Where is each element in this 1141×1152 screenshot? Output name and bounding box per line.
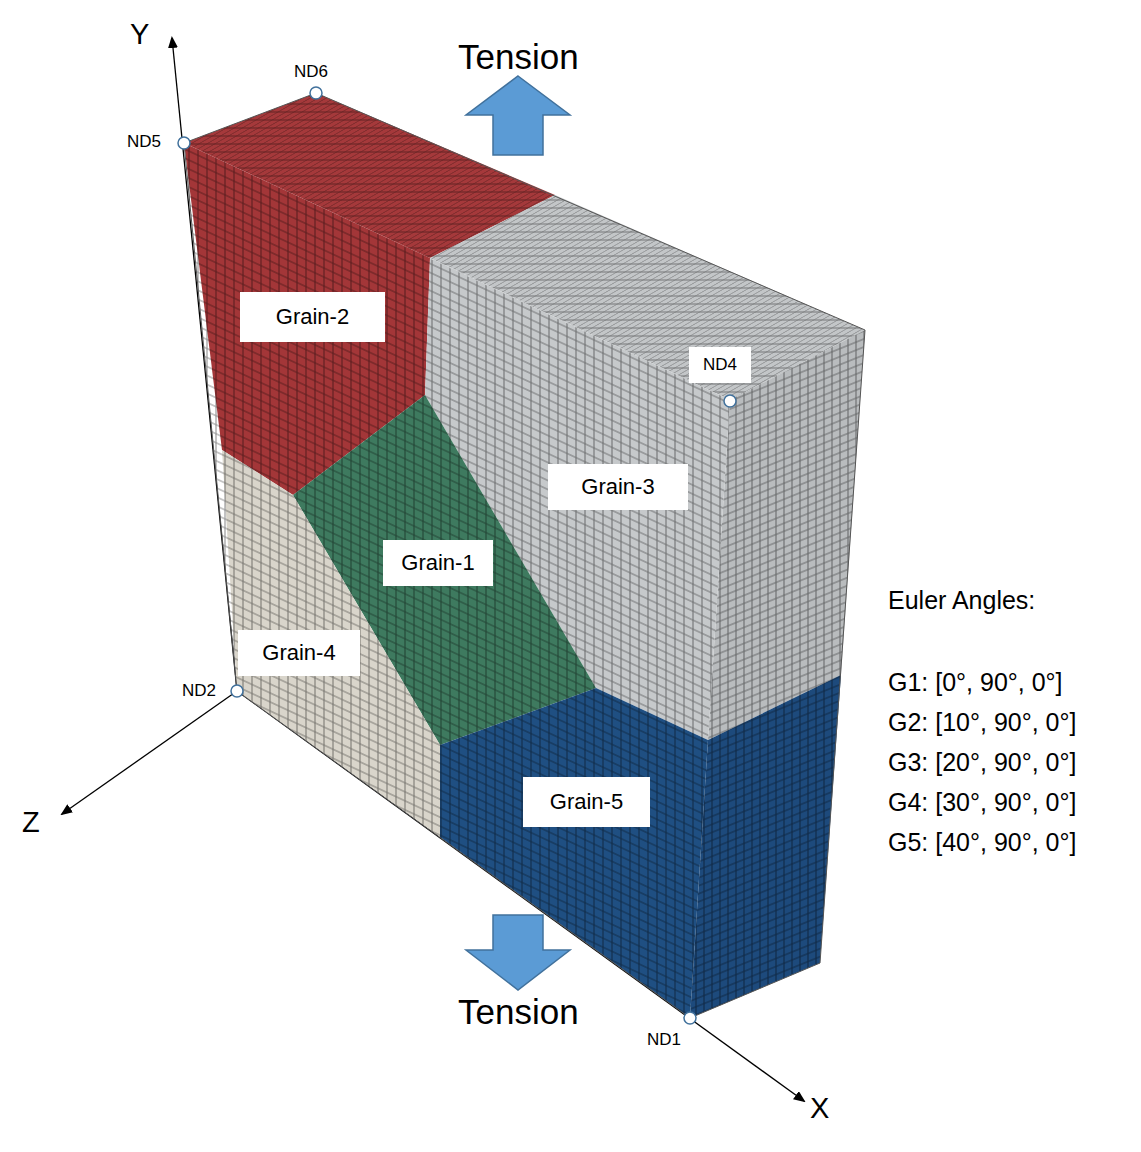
grain-label-box: Grain-3: [548, 464, 688, 510]
tension-arrow: [466, 915, 570, 990]
euler-angles: G5: [40°, 90°, 0°]: [888, 828, 1076, 857]
node-id: ND2: [182, 681, 216, 701]
load-label: Tension: [458, 992, 579, 1032]
grain-label-box: Grain-4: [238, 630, 360, 676]
grain-name: Grain-4: [262, 640, 335, 666]
grain-label-box: Grain-5: [523, 777, 650, 827]
euler-angles: G1: [0°, 90°, 0°]: [888, 668, 1063, 697]
grain-name: Grain-2: [276, 304, 349, 330]
node-id: ND6: [294, 62, 328, 82]
z-axis: [62, 691, 237, 814]
legend-heading: Euler Angles:: [888, 586, 1035, 615]
euler-angles: G3: [20°, 90°, 0°]: [888, 748, 1076, 777]
axis-label: Z: [22, 806, 40, 839]
node-id: ND4: [689, 347, 751, 383]
block-outline: [184, 93, 865, 1018]
grain-label-box: Grain-1: [383, 540, 493, 586]
grain-label-box: Grain-2: [240, 292, 385, 342]
grain-name: Grain-3: [581, 474, 654, 500]
node-id: ND1: [647, 1030, 681, 1050]
euler-angles: G2: [10°, 90°, 0°]: [888, 708, 1076, 737]
euler-angles: G4: [30°, 90°, 0°]: [888, 788, 1076, 817]
load-label: Tension: [458, 37, 579, 77]
axis-label: Y: [130, 18, 149, 51]
axis-label: X: [810, 1092, 829, 1125]
grain-name: Grain-5: [550, 789, 623, 815]
grain-name: Grain-1: [401, 550, 474, 576]
node-id: ND5: [127, 132, 161, 152]
tension-arrow: [466, 76, 570, 155]
front-face: [184, 143, 730, 1018]
node-markers: [178, 87, 736, 1024]
